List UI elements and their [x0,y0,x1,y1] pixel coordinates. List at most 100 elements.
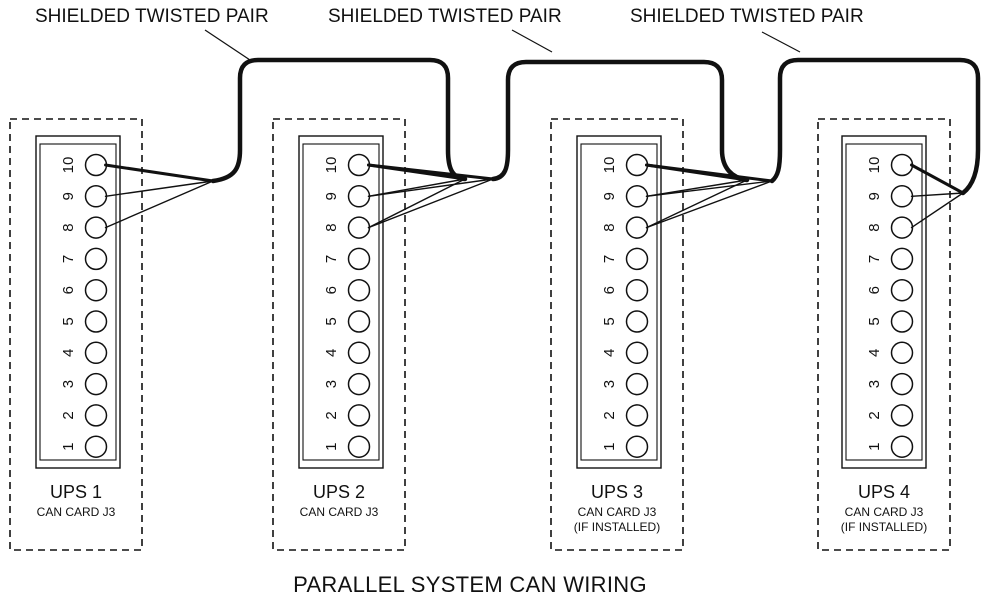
terminal-pin-5 [890,310,914,333]
terminal-pin-9 [625,185,649,208]
pin-number: 5 [60,317,77,325]
terminal-block-inner [39,143,117,461]
pin-number: 3 [866,380,883,388]
pin-number: 6 [601,286,618,294]
pin-number: 7 [866,255,883,263]
pin-wire-8 [367,178,466,229]
pin-wire-8 [367,178,494,229]
pin-number: 7 [601,255,618,263]
terminal-pin-1 [347,435,371,458]
terminal-block-inner [845,143,923,461]
terminal-pin-7 [84,247,108,271]
pin-number: 10 [601,157,618,174]
pin-number: 4 [866,349,883,357]
cable-label-leader [511,29,553,53]
terminal-pin-2 [625,404,649,427]
terminal-pin-1 [625,435,649,458]
pin-number: 3 [60,380,77,388]
ups-card-label: CAN CARD J3 [845,505,924,519]
terminal-pin-4 [347,341,371,365]
pin-number: 7 [60,255,77,263]
pin-wire-8 [645,180,773,229]
ups-name: UPS 4 [858,482,910,502]
pin-number: 4 [60,349,77,357]
pin-number: 4 [601,349,618,357]
cable-label: SHIELDED TWISTED PAIR [328,6,562,27]
terminal-pin-8 [84,216,108,239]
pin-wire-9 [367,178,494,198]
pin-wire-10 [645,163,774,183]
terminal-pin-6 [347,278,371,302]
terminal-pin-6 [890,278,914,302]
terminal-pin-1 [84,435,108,458]
terminal-block-inner [580,143,658,461]
ups-card-label: CAN CARD J3 [37,505,116,519]
terminal-pin-7 [890,247,914,271]
shielded-twisted-pair-cable-1 [210,57,468,184]
pin-number: 5 [601,317,618,325]
pin-number: 5 [323,317,340,325]
terminal-pin-7 [625,247,649,271]
terminal-pin-8 [625,216,649,239]
terminal-pin-3 [347,372,371,396]
terminal-pin-1 [890,435,914,458]
ups-name: UPS 3 [591,482,643,502]
pin-number: 10 [323,157,340,174]
pin-number: 2 [601,411,618,419]
pin-number: 9 [323,192,340,200]
pin-wire-10 [367,163,495,181]
terminal-pin-3 [890,372,914,396]
terminal-pin-2 [84,404,108,427]
pin-number: 6 [323,286,340,294]
pin-number: 10 [60,157,77,174]
terminal-pin-3 [625,372,649,396]
ups-card-label: (IF INSTALLED) [841,520,927,534]
pin-number: 9 [601,192,618,200]
terminal-pin-6 [84,278,108,302]
cable-label-leader [761,31,801,53]
terminal-pin-6 [625,278,649,302]
pin-number: 2 [323,411,340,419]
terminal-pin-2 [347,404,371,427]
cables-layer [210,57,981,196]
shielded-twisted-pair-cable-2 [490,59,750,183]
shielded-twisted-pair-cable-3 [769,57,981,196]
terminal-pin-9 [347,185,371,208]
pin-wire-9 [104,180,214,198]
pin-number: 10 [866,157,883,174]
pin-number: 1 [60,443,77,451]
ups-name: UPS 1 [50,482,102,502]
terminal-pin-4 [890,341,914,365]
pin-number: 8 [866,223,883,231]
terminal-block-inner [302,143,380,461]
terminal-pin-8 [890,216,914,239]
pin-number: 5 [866,317,883,325]
terminal-block [298,135,384,469]
dashed-enclosure [550,118,684,551]
ups-card-label: CAN CARD J3 [578,505,657,519]
pin-number: 3 [601,380,618,388]
pin-number: 1 [866,443,883,451]
pin-number: 6 [866,286,883,294]
terminal-pin-5 [625,310,649,333]
cable-label-leader [204,29,251,61]
pin-number: 4 [323,349,340,357]
pin-number: 6 [60,286,77,294]
terminal-pin-10 [625,153,649,177]
pin-number: 2 [60,411,77,419]
pin-number: 8 [323,223,340,231]
terminal-pin-7 [347,247,371,271]
pin-number: 8 [60,223,77,231]
pin-wire-9 [910,192,964,198]
dashed-enclosure [272,118,406,551]
terminal-pin-2 [890,404,914,427]
terminal-pin-9 [890,185,914,208]
terminal-pin-5 [84,310,108,333]
